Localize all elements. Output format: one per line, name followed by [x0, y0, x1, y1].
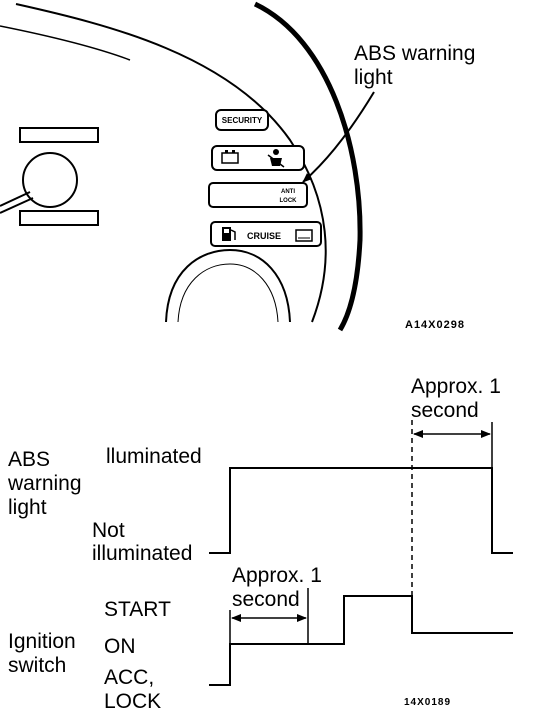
approx-top-line1: Approx. 1 — [411, 375, 501, 398]
fuel-pump-icon — [222, 227, 236, 241]
abs-callout-arrow — [302, 91, 375, 183]
abs-light-label-2: warning — [7, 472, 82, 495]
cruise-label: CRUISE — [247, 231, 281, 241]
acc-lock-label-2: LOCK — [104, 690, 161, 713]
not-illuminated-label-2: illuminated — [92, 542, 192, 565]
abs-light-waveform — [209, 467, 513, 554]
lower-dial-inner — [177, 263, 279, 323]
cluster-figure-code: A14X0298 — [405, 319, 465, 331]
abs-callout-line2: light — [354, 66, 393, 89]
ignition-waveform — [209, 595, 513, 686]
instrument-cluster: SECURITY ANTI LOCK — [0, 1, 475, 332]
timing-chart: ABS warning light lluminated Not illumin… — [7, 375, 513, 713]
approx-top-line2: second — [411, 399, 479, 422]
ignition-label-2: switch — [8, 654, 66, 677]
approx-bottom-line1: Approx. 1 — [232, 564, 322, 587]
icon-row-indicator — [211, 145, 305, 171]
cluster-inner-bezel — [15, 3, 327, 323]
battery-icon — [221, 150, 239, 164]
abs-light-label-1: ABS — [8, 448, 50, 471]
cluster-inner-bezel-left — [0, 25, 131, 61]
on-label: ON — [104, 635, 136, 658]
gauge-bar-bottom — [19, 210, 99, 226]
seatbelt-icon — [267, 149, 285, 168]
timing-figure-code: 14X0189 — [404, 697, 451, 708]
abs-callout-line1: ABS warning — [354, 42, 475, 65]
security-label: SECURITY — [222, 116, 263, 125]
gauge-hub — [22, 152, 78, 208]
gauge-bar-top — [19, 127, 99, 143]
illuminated-label: lluminated — [106, 445, 202, 468]
lower-dial — [165, 248, 291, 323]
abs-light-label-3: light — [8, 496, 47, 519]
gauge-needle — [0, 191, 34, 214]
security-indicator: SECURITY — [215, 109, 269, 131]
ignition-label-1: Ignition — [8, 630, 76, 653]
approx-bottom-line2: second — [232, 588, 300, 611]
anti-lock-label-1: ANTI — [281, 189, 295, 195]
anti-lock-indicator: ANTI LOCK — [208, 182, 308, 208]
cruise-indicator: CRUISE — [210, 221, 322, 247]
anti-lock-label-2: LOCK — [280, 198, 298, 204]
washer-icon — [295, 229, 313, 242]
not-illuminated-label-1: Not — [92, 519, 125, 542]
start-label: START — [104, 598, 171, 621]
acc-lock-label-1: ACC, — [104, 666, 154, 689]
cluster-outer-bezel — [253, 1, 363, 332]
